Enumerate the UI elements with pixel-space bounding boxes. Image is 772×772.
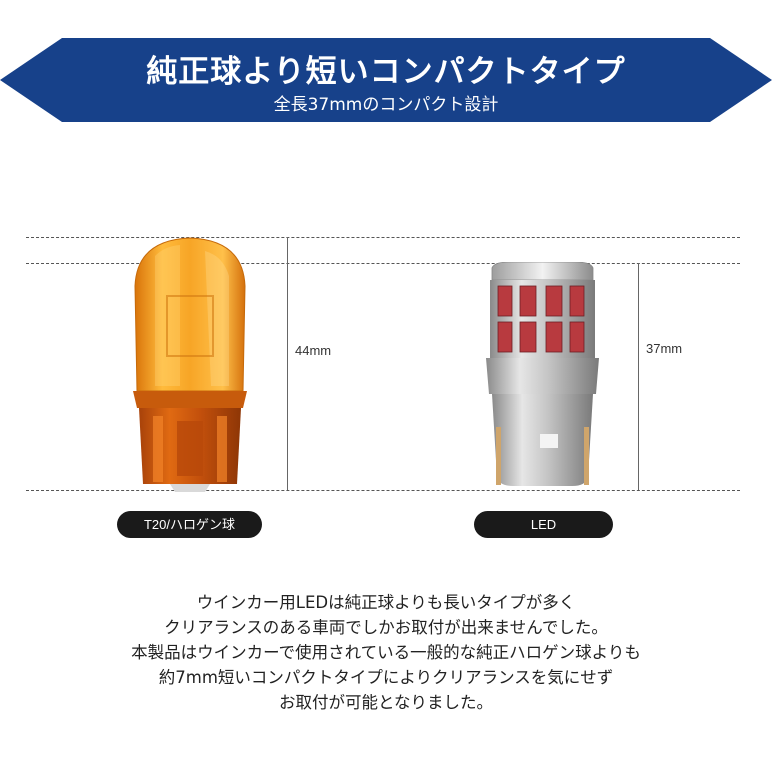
- halogen-dimension-label: 44mm: [295, 343, 332, 358]
- description-line: お取付が可能となりました。: [278, 693, 493, 712]
- banner-subtitle: 全長37mmのコンパクト設計: [273, 95, 499, 115]
- description-line: ウインカー用LEDは純正球よりも長いタイプが多く: [196, 593, 576, 612]
- top-reference-line-halogen: [26, 237, 740, 238]
- led-bulb-image: [486, 262, 599, 486]
- description-line: 約7mm短いコンパクトタイプによりクリアランスを気にせず: [158, 668, 614, 687]
- description-line: 本製品はウインカーで使用されている一般的な純正ハロゲン球よりも: [131, 643, 641, 662]
- led-dimension-label: 37mm: [646, 341, 683, 356]
- halogen-label: T20/ハロゲン球: [117, 511, 262, 538]
- header-banner: 純正球より短いコンパクトタイプ 全長37mmのコンパクト設計: [0, 38, 772, 122]
- description-line: クリアランスのある車両でしかお取付が出来ませんでした。: [164, 618, 608, 637]
- led-dimension-line: [638, 263, 639, 490]
- top-reference-line-led: [26, 263, 740, 264]
- bottom-reference-line: [26, 490, 740, 491]
- banner-background: [0, 38, 772, 122]
- halogen-bulb-image: [133, 237, 247, 492]
- banner-title: 純正球より短いコンパクトタイプ: [146, 54, 626, 90]
- led-label: LED: [474, 511, 613, 538]
- halogen-dimension-line: [287, 237, 288, 490]
- description-text: ウインカー用LEDは純正球よりも長いタイプが多く クリアランスのある車両でしかお…: [0, 590, 772, 715]
